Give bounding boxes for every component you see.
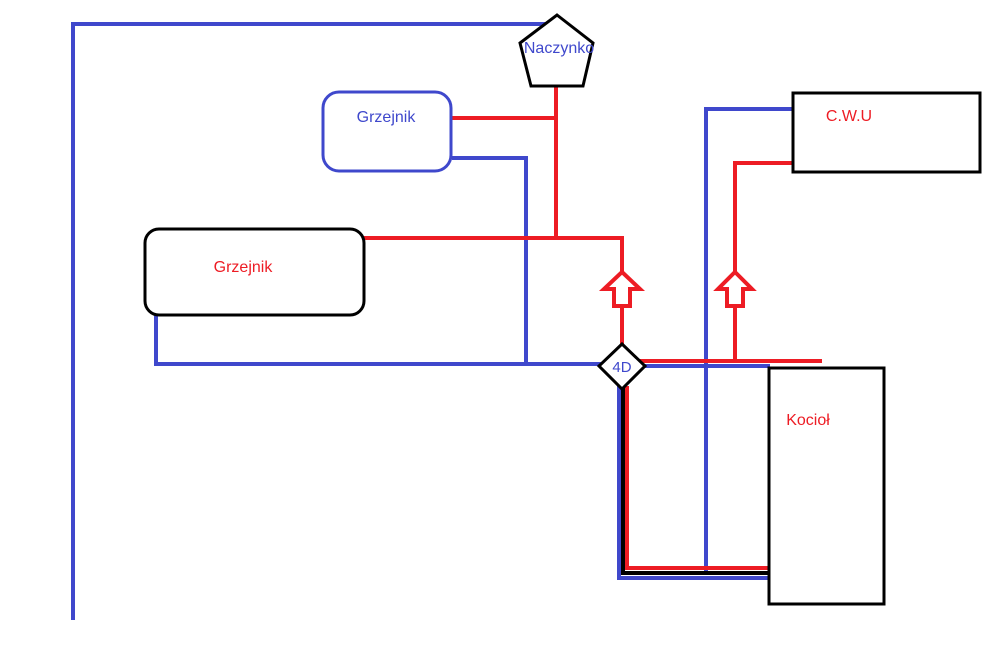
up-arrow-icon bbox=[713, 269, 757, 308]
pipe-outline-black bbox=[621, 380, 770, 575]
boiler-label: Kocioł bbox=[786, 412, 830, 429]
lower-radiator-shape bbox=[143, 227, 366, 317]
supply-pipes bbox=[364, 86, 822, 570]
expansion-vessel-label: Naczynko bbox=[524, 40, 594, 57]
supply-pipe-boiler-bottom bbox=[625, 386, 770, 570]
return-pipe-cwu bbox=[704, 107, 794, 575]
supply-pipe-main bbox=[364, 236, 624, 346]
mixing-valve-shape bbox=[596, 341, 648, 392]
boiler-shape bbox=[767, 366, 886, 606]
expansion-vessel-shape bbox=[518, 13, 595, 88]
supply-pipe-cwu bbox=[733, 161, 794, 361]
cwu-tank-label: C.W.U bbox=[826, 108, 872, 125]
lower-radiator-label: Grzejnik bbox=[214, 259, 274, 276]
upper-radiator-shape bbox=[321, 90, 453, 173]
up-arrow-icon bbox=[598, 269, 646, 308]
cwu-tank-shape bbox=[791, 91, 982, 174]
return-pipe-lower-radiator bbox=[154, 314, 606, 366]
return-pipe-boiler-bottom bbox=[617, 368, 770, 580]
return-pipe-vessel-loop bbox=[71, 22, 558, 620]
return-pipe-upper-radiator bbox=[452, 156, 528, 364]
upper-radiator-label: Grzejnik bbox=[357, 109, 417, 126]
return-pipes bbox=[71, 22, 794, 620]
mixing-valve-label: 4D bbox=[612, 359, 631, 376]
